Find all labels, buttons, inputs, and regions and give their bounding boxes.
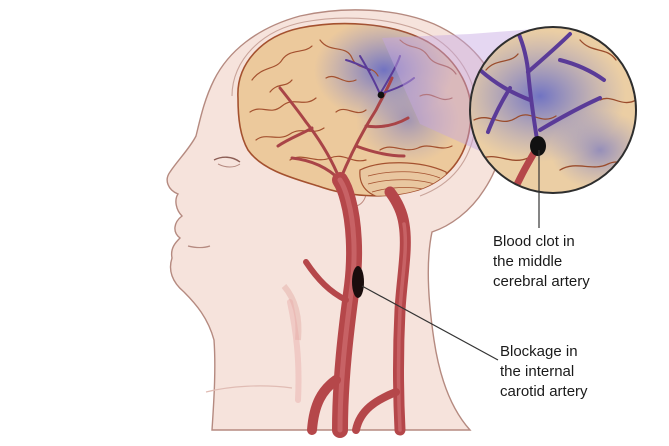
clot-label-line3: cerebral artery bbox=[493, 273, 590, 290]
blockage-label-line1: Blockage in bbox=[500, 343, 578, 360]
brain bbox=[237, 22, 472, 197]
blockage-leader-line bbox=[361, 285, 499, 361]
clot-label: Blood clot in the middle cerebral artery bbox=[493, 232, 590, 292]
carotid-arteries bbox=[287, 172, 411, 438]
clot-label-line2: the middle bbox=[493, 253, 563, 270]
blockage-label-line2: the internal bbox=[500, 363, 575, 380]
clot-label-line1: Blood clot in bbox=[493, 233, 575, 250]
blockage-label: Blockage in the internal carotid artery bbox=[500, 342, 588, 402]
cerebral-arteries bbox=[276, 55, 415, 182]
blockage-label-line3: carotid artery bbox=[500, 383, 588, 400]
